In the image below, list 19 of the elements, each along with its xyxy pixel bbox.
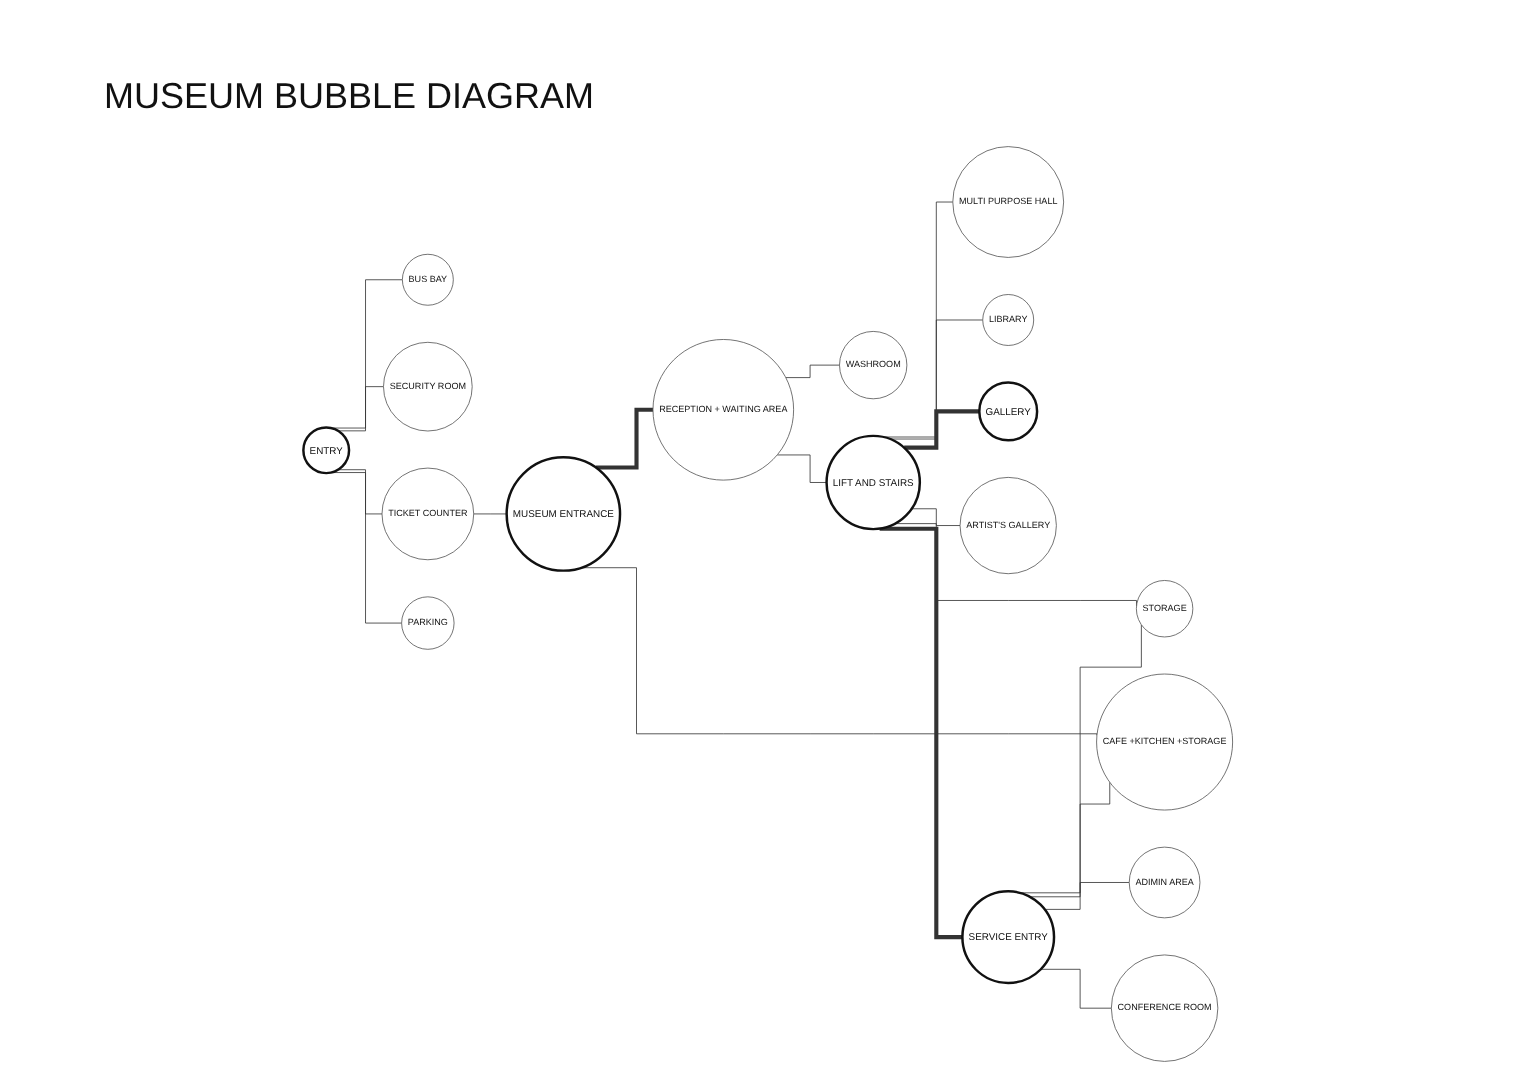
connector bbox=[337, 469, 383, 515]
connector bbox=[785, 364, 840, 379]
connector bbox=[1040, 968, 1112, 1009]
connector bbox=[330, 472, 403, 624]
connector bbox=[1029, 781, 1111, 898]
diagram-title: MUSEUM BUBBLE DIAGRAM bbox=[104, 76, 595, 118]
connector bbox=[580, 567, 1098, 736]
connector bbox=[473, 513, 508, 515]
connector bbox=[776, 454, 827, 483]
connector bbox=[889, 319, 984, 440]
connector bbox=[595, 407, 656, 470]
connector bbox=[330, 279, 403, 429]
connector bbox=[904, 409, 982, 450]
connector bbox=[883, 201, 954, 438]
connector bbox=[879, 526, 965, 940]
connector bbox=[337, 386, 384, 432]
connector bbox=[894, 523, 1137, 607]
connector bbox=[1044, 882, 1130, 910]
connector bbox=[911, 508, 961, 526]
